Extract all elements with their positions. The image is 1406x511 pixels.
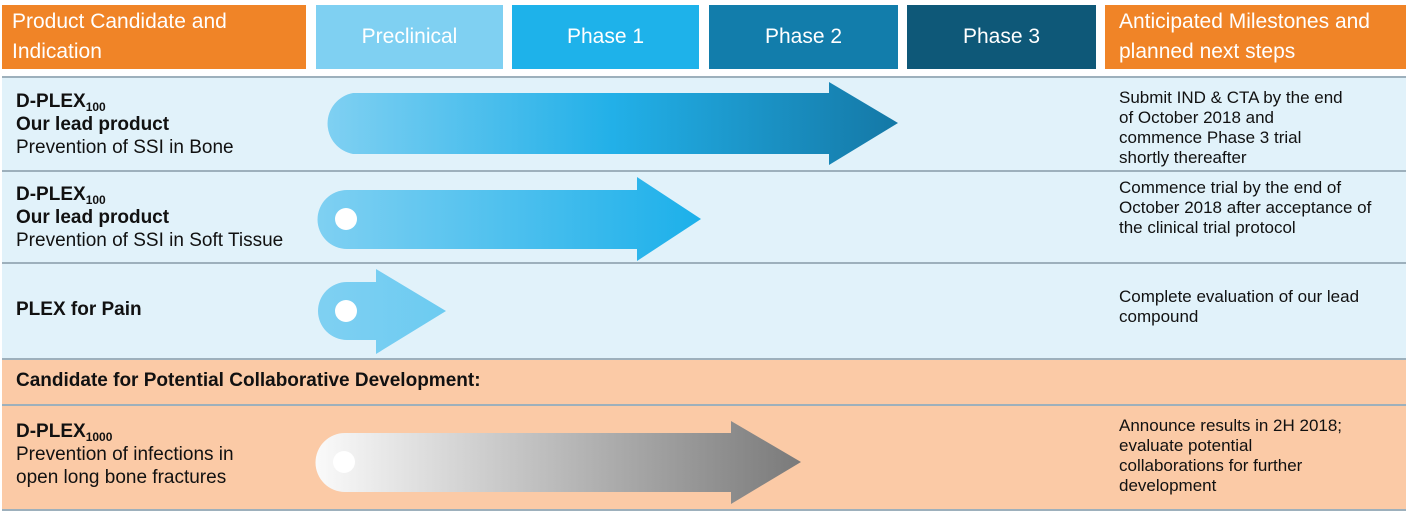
pipeline-row-band	[2, 262, 1406, 358]
candidate-name: PLEX for Pain	[16, 299, 142, 320]
candidate-tagline: Our lead product	[16, 207, 170, 228]
header-phase-2: Phase 2	[709, 5, 898, 69]
header-phase-1: Phase 1	[512, 5, 699, 69]
candidate-d-plex-100-soft-tissue: D-PLEX100 Our lead product Prevention of…	[16, 183, 283, 252]
header-preclinical-label: Preclinical	[361, 25, 458, 48]
progress-arrow-d-plex-100-soft-tissue	[317, 177, 701, 261]
candidate-d-plex-100-bone: D-PLEX100 Our lead product Prevention of…	[16, 90, 234, 159]
candidate-plex-for-pain: PLEX for Pain	[16, 298, 142, 321]
progress-arrow-d-plex-100-bone	[327, 82, 898, 165]
header-milestones-label: Anticipated Milestones and planned next …	[1119, 10, 1370, 63]
milestone-d-plex-100-bone: Submit IND & CTA by the end of October 2…	[1119, 88, 1343, 167]
candidate-indication: Prevention of infections in open long bo…	[16, 444, 234, 488]
candidate-indication: Prevention of SSI in Soft Tissue	[16, 230, 284, 251]
arrow-start-dot	[335, 300, 357, 322]
milestone-plex-for-pain: Complete evaluation of our lead compound	[1119, 287, 1360, 326]
collab-section-title: Candidate for Potential Collaborative De…	[16, 370, 481, 391]
candidate-d-plex-1000: D-PLEX1000 Prevention of infections in o…	[16, 420, 276, 489]
candidate-name: D-PLEX	[16, 184, 86, 205]
milestone-d-plex-100-soft-tissue: Commence trial by the end of October 201…	[1119, 178, 1372, 237]
collab-section-band	[2, 358, 1406, 404]
arrow-start-dot	[335, 208, 357, 230]
progress-arrow-plex-for-pain	[318, 269, 446, 354]
table-bottom-border	[2, 509, 1406, 511]
candidate-subscript: 1000	[85, 430, 113, 444]
candidate-tagline: Our lead product	[16, 114, 170, 135]
arrow-start-dot	[333, 451, 355, 473]
header-product-candidate: Product Candidate and Indication	[2, 5, 306, 69]
candidate-name: D-PLEX	[16, 421, 86, 442]
candidate-name: D-PLEX	[16, 91, 86, 112]
candidate-indication: Prevention of SSI in Bone	[16, 137, 234, 158]
progress-arrow-d-plex-1000	[315, 421, 801, 504]
pipeline-row-band	[2, 170, 1406, 262]
milestone-d-plex-1000: Announce results in 2H 2018; evaluate po…	[1119, 416, 1343, 495]
header-milestones: Anticipated Milestones and planned next …	[1105, 5, 1406, 69]
header-phase-3: Phase 3	[907, 5, 1096, 69]
header-phase-1-label: Phase 1	[566, 25, 645, 48]
candidate-subscript: 100	[85, 193, 106, 207]
header-phase-2-label: Phase 2	[764, 25, 843, 48]
header-phase-3-label: Phase 3	[962, 25, 1041, 48]
header-preclinical: Preclinical	[316, 5, 503, 69]
header-product-candidate-label: Product Candidate and Indication	[12, 10, 227, 63]
candidate-subscript: 100	[85, 100, 106, 114]
